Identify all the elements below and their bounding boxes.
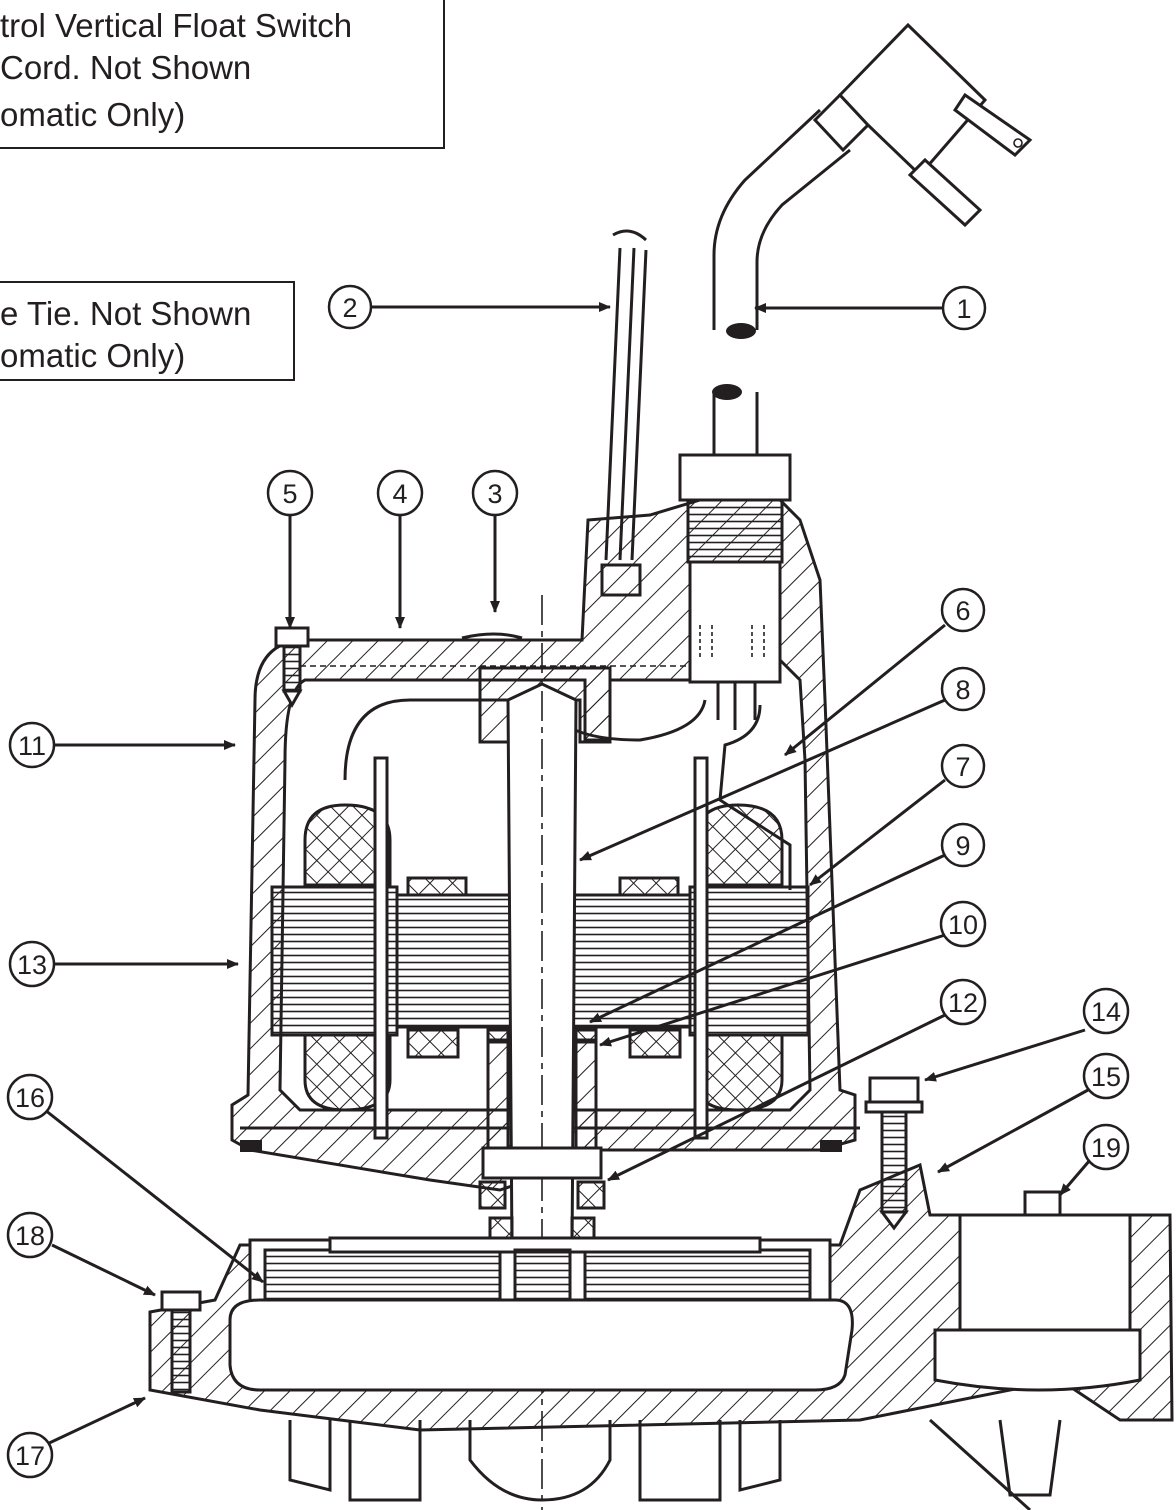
orings (240, 1140, 842, 1152)
callout-11: 11 (8, 721, 56, 769)
callout-4: 4 (376, 469, 424, 517)
callout-19: 19 (1082, 1123, 1130, 1171)
callout-number: 4 (392, 479, 407, 509)
callout-12: 12 (939, 978, 987, 1026)
callout-8: 8 (940, 666, 986, 712)
callout-number: 1 (956, 294, 971, 324)
callout-number: 16 (15, 1083, 45, 1113)
bracket-3 (461, 632, 523, 640)
callout-14: 14 (1082, 987, 1130, 1035)
callout-number: 11 (18, 731, 46, 761)
plug (812, 22, 1033, 228)
motor-shaft (486, 595, 598, 1510)
float-switch-note: trol Vertical Float Switch Cord. Not Sho… (0, 0, 445, 149)
note-line: Cord. Not Shown (0, 49, 251, 86)
callout-number: 7 (955, 752, 970, 782)
shaft-seal (478, 1146, 606, 1240)
callout-number: 5 (282, 479, 297, 509)
callout-number: 2 (342, 293, 357, 323)
callout-number: 3 (487, 479, 502, 509)
callout-number: 12 (948, 988, 978, 1018)
callout-17: 17 (6, 1431, 54, 1479)
leader-lines (44, 302, 1092, 1447)
callout-9: 9 (940, 822, 986, 868)
callout-13: 13 (8, 940, 56, 988)
callout-number: 13 (17, 950, 47, 980)
callout-number: 18 (15, 1221, 45, 1251)
callout-10: 10 (939, 900, 987, 948)
callout-7: 7 (940, 743, 986, 789)
note-line: omatic Only) (0, 337, 185, 374)
callout-3: 3 (471, 469, 519, 517)
callout-16: 16 (6, 1073, 54, 1121)
note-line: trol Vertical Float Switch (0, 7, 352, 44)
callout-number: 6 (955, 596, 970, 626)
cable-tie-note: e Tie. Not Shown omatic Only) (0, 281, 295, 381)
note-line: e Tie. Not Shown (0, 295, 251, 332)
pump-legs (288, 1418, 1062, 1510)
callout-1: 1 (941, 285, 987, 331)
pump-base (148, 1162, 1174, 1432)
callout-2: 2 (327, 284, 373, 330)
callout-number: 10 (948, 910, 978, 940)
plug-19 (1023, 1190, 1062, 1217)
callout-number: 8 (955, 675, 970, 705)
callout-number: 19 (1091, 1133, 1121, 1163)
callout-18: 18 (6, 1211, 54, 1259)
callout-number: 9 (955, 831, 970, 861)
power-cord (712, 108, 851, 455)
note-line: omatic Only) (0, 96, 185, 133)
callout-6: 6 (940, 587, 986, 633)
bolt-18 (160, 1290, 202, 1394)
callout-5: 5 (266, 469, 314, 517)
cord-gland (558, 453, 792, 890)
callout-number: 15 (1091, 1062, 1121, 1092)
callout-number: 14 (1091, 997, 1121, 1027)
callout-number: 17 (15, 1441, 45, 1471)
callout-15: 15 (1082, 1052, 1130, 1100)
bolt-14 (864, 1076, 924, 1231)
